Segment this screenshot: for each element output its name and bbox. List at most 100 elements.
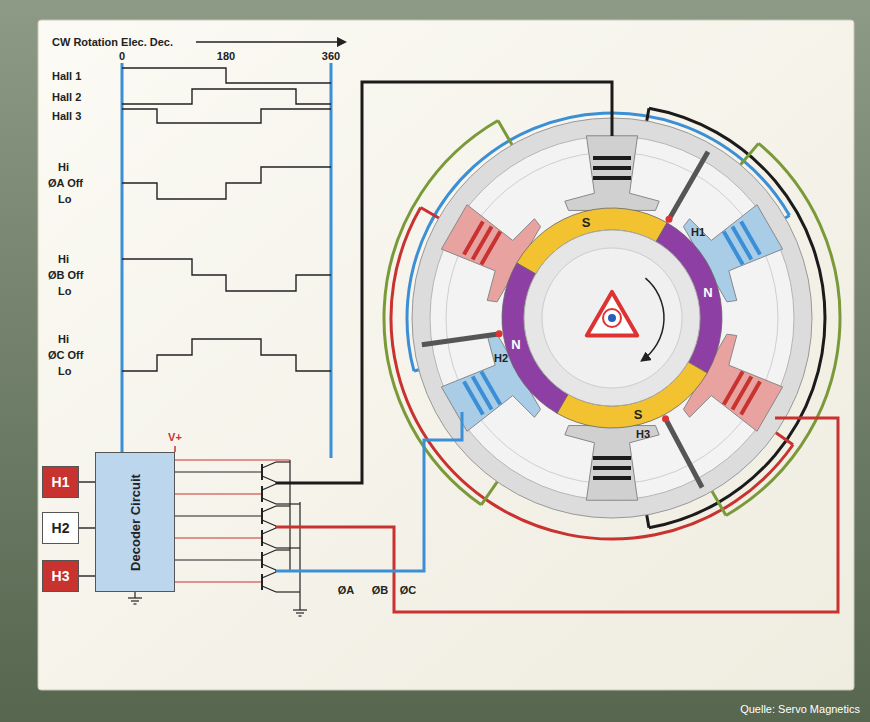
pole-label: S — [582, 216, 591, 229]
sensor-label: H3 — [636, 428, 650, 441]
ground-symbol — [134, 603, 137, 604]
coil-winding — [593, 476, 631, 480]
stator-ring — [430, 136, 794, 500]
level-name: Lo — [58, 285, 71, 298]
gate-line — [175, 559, 262, 560]
transistor-symbol — [261, 574, 263, 590]
hall-sensor — [665, 418, 702, 488]
signal-name: ØA Off — [48, 177, 83, 190]
transistor-symbol — [262, 498, 276, 504]
phase-wires — [276, 82, 838, 612]
hall-sensor — [422, 334, 500, 345]
ground-rail — [276, 591, 300, 592]
transistor-symbol — [262, 564, 276, 570]
hall-sensor — [669, 152, 709, 220]
rotor-core — [524, 230, 700, 406]
hall-sensor — [666, 216, 673, 223]
supply-rail — [276, 549, 290, 550]
coil-winding — [593, 176, 631, 180]
transistor-symbol — [261, 552, 263, 568]
pole-label: S — [634, 408, 643, 421]
level-name: Lo — [58, 365, 71, 378]
supply-rail — [175, 459, 290, 460]
source-note: Quelle: Servo Magnetics — [740, 703, 860, 716]
level-name: Hi — [58, 253, 69, 266]
transistor-symbol — [262, 484, 276, 490]
transistor-symbol — [262, 528, 276, 534]
shaft — [603, 309, 621, 327]
transistor-symbol — [262, 506, 276, 512]
level-name: Hi — [58, 333, 69, 346]
hall-sensor — [662, 415, 669, 422]
signal-name: ØC Off — [48, 349, 83, 362]
timing-diagram — [122, 42, 345, 458]
signal-name: ØB Off — [48, 269, 83, 282]
transistor-symbol — [261, 508, 263, 524]
ground-symbol — [299, 615, 302, 616]
sensor-label: H1 — [691, 226, 705, 239]
axis-title: CW Rotation Elec. Dec. — [52, 36, 173, 49]
angle-tick: 0 — [119, 50, 125, 63]
gate-line — [175, 493, 262, 494]
coil-winding — [593, 456, 631, 460]
gate-line — [175, 581, 262, 582]
phase-wire — [276, 418, 838, 612]
ground-symbol — [296, 612, 304, 613]
motor — [384, 108, 840, 539]
rotation-arrow — [196, 41, 345, 43]
transistor-symbol — [262, 476, 276, 482]
stator-tooth — [565, 426, 659, 501]
box-text: H3 — [52, 568, 70, 584]
signal-waveform — [122, 109, 331, 123]
transistor-symbol — [261, 486, 263, 502]
coil-winding — [593, 166, 631, 170]
supply-rail — [289, 460, 290, 572]
ground-symbol — [128, 597, 142, 598]
sensor-box: H2 — [42, 512, 79, 544]
coil-winding — [593, 466, 631, 470]
coil-winding — [741, 222, 760, 255]
winding-wire — [711, 489, 726, 515]
coil-winding — [464, 222, 483, 255]
rotation-arrow — [642, 278, 664, 360]
phase-wire — [276, 412, 462, 571]
winding-wire — [739, 143, 758, 166]
phase-label: ØB — [372, 584, 389, 597]
stator-tooth — [565, 136, 659, 211]
decoder-box: Decoder Circuit — [95, 452, 175, 592]
shaft — [587, 292, 637, 336]
signal-waveform — [122, 89, 331, 104]
transistor-symbol — [261, 464, 263, 480]
panel — [38, 20, 854, 690]
coil-winding — [741, 382, 760, 415]
transistor-symbol — [262, 462, 276, 468]
winding-wire — [774, 432, 793, 445]
transistor-symbol — [262, 572, 276, 578]
supply-label: V+ — [168, 431, 182, 444]
transistor-symbol — [262, 586, 276, 592]
ground-rail — [299, 502, 300, 604]
shaft — [608, 314, 616, 322]
ground-symbol — [131, 600, 139, 601]
coil-winding — [464, 382, 483, 415]
supply-rail — [276, 505, 290, 506]
ground-rail — [276, 503, 300, 504]
signal-wire — [79, 575, 95, 576]
signal-name: Hall 2 — [52, 91, 81, 104]
sensor-box: H3 — [42, 560, 79, 592]
pole-label: N — [511, 338, 520, 351]
rotor-core — [542, 248, 682, 388]
signal-name: Hall 1 — [52, 70, 81, 83]
signal-wire — [79, 527, 95, 528]
gate-line — [175, 515, 262, 516]
pole-label: N — [703, 286, 712, 299]
transistor-symbol — [262, 520, 276, 526]
phase-label: ØC — [400, 584, 417, 597]
box-text: H2 — [52, 520, 70, 536]
winding-wire — [498, 121, 513, 147]
time-marker-line — [330, 63, 333, 458]
gate-line — [175, 471, 262, 472]
transistor-symbol — [262, 550, 276, 556]
